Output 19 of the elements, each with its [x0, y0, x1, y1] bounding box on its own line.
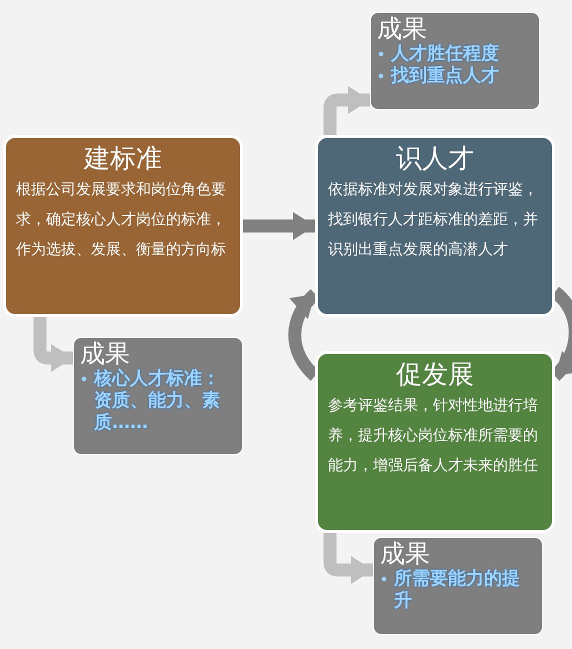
arrow: [324, 533, 373, 584]
result-box: [370, 12, 540, 110]
result-box: [73, 337, 243, 455]
process-box: [3, 135, 243, 317]
process-box: [315, 135, 555, 317]
process-box: [315, 351, 555, 533]
box-description: 依据标准对发展对象进行评鉴，找到银行人才距标准的差距，并识别出重点发展的高潜人才: [327, 179, 539, 260]
box-title: 成果: [80, 340, 131, 368]
box-title: 促发展: [395, 360, 475, 390]
box-title: 识人才: [395, 144, 475, 174]
box-title: 成果: [377, 15, 428, 43]
arrow: [324, 86, 370, 135]
box-title: 成果: [380, 540, 431, 568]
arrow: [34, 317, 73, 372]
arrow: [243, 212, 315, 240]
box-title: 建标准: [82, 144, 163, 174]
box-description: 参考评鉴结果，针对性地进行培养，提升核心岗位标准所需要的能力，增强后备人才未来的胜任: [327, 395, 539, 476]
box-description: 根据公司发展要求和岗位角色要求，确定核心人才岗位的标准，作为选拔、发展、衡量的方向标: [15, 179, 227, 260]
result-box: [373, 537, 543, 635]
